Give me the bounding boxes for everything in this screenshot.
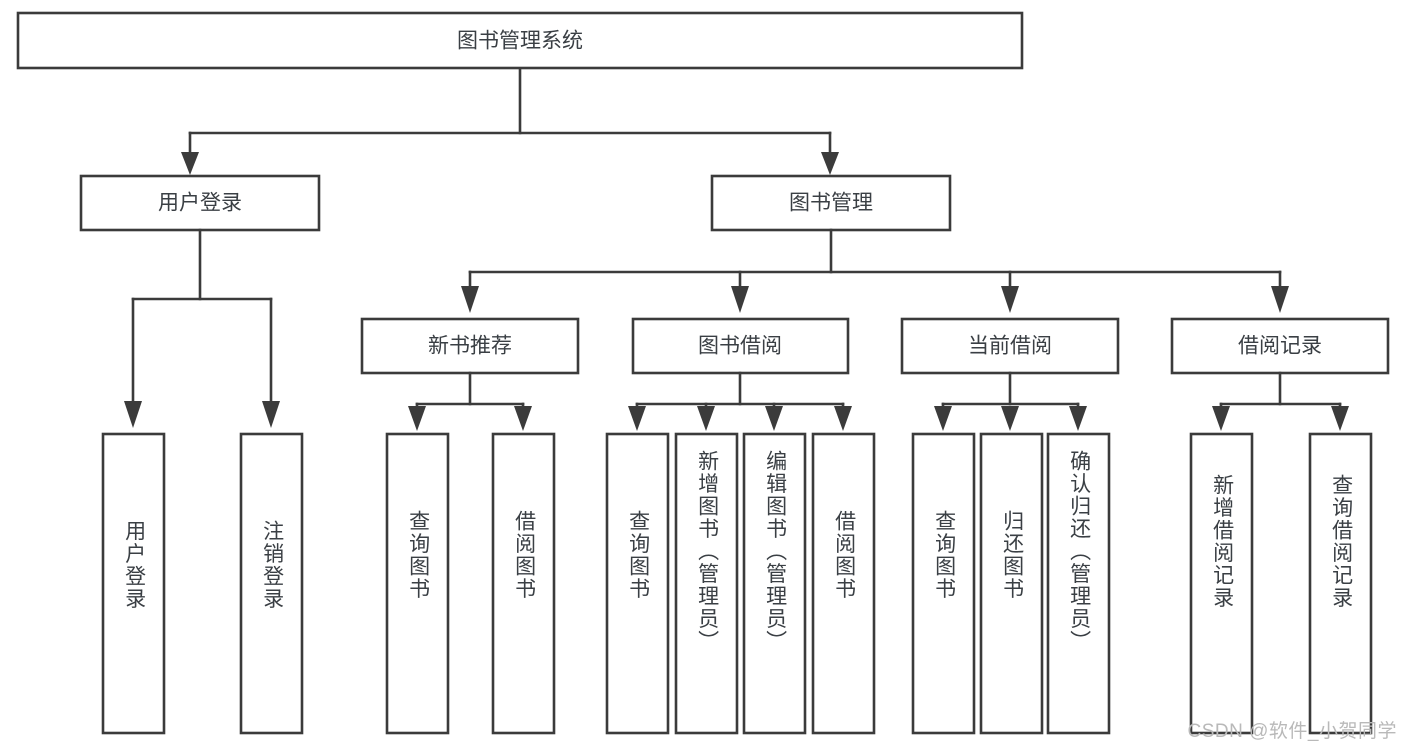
node-current-borrow-label: 当前借阅 <box>968 335 1052 358</box>
leaf-box-query-book-recommend[interactable] <box>385 432 450 735</box>
connector-current-borrow-to-leaves <box>934 371 1087 431</box>
connector-book-management-to-level3 <box>461 228 1289 313</box>
leaf-box-query-book-borrow[interactable] <box>605 432 670 735</box>
arrow-head-icon <box>834 406 852 431</box>
arrow-head-icon <box>765 406 783 431</box>
arrow-head-icon <box>1001 286 1019 313</box>
leaf-box-borrow-book[interactable] <box>811 432 876 735</box>
node-current-borrow-box[interactable] <box>900 317 1120 375</box>
node-user-login-label: 用户登录 <box>158 192 242 215</box>
arrow-head-icon <box>1331 406 1349 431</box>
leaf-box-query-book-current[interactable] <box>911 432 976 735</box>
node-root-label: 图书管理系统 <box>457 30 583 53</box>
leaf-box-logout-login[interactable] <box>239 432 304 735</box>
arrow-head-icon <box>1212 406 1230 431</box>
arrow-head-icon <box>1001 406 1019 431</box>
connector-root-to-level2 <box>181 66 839 175</box>
node-book-borrow[interactable]: 图书借阅 <box>631 317 850 375</box>
connector-new-book-recommend-to-leaves <box>408 371 532 431</box>
leaf-box-confirm-return-admin[interactable] <box>1046 432 1111 735</box>
node-root-box[interactable] <box>16 11 1024 70</box>
arrow-head-icon <box>1271 286 1289 313</box>
leaf-box-return-book[interactable] <box>979 432 1044 735</box>
node-borrow-record[interactable]: 借阅记录 <box>1170 317 1390 375</box>
node-new-book-recommend[interactable]: 新书推荐 <box>360 317 580 375</box>
node-current-borrow[interactable]: 当前借阅 <box>900 317 1120 375</box>
leaf-box-user-login[interactable] <box>101 432 166 735</box>
node-book-management-label: 图书管理 <box>789 192 873 215</box>
connector-user-login-to-leaves <box>124 228 280 428</box>
arrow-head-icon <box>514 406 532 431</box>
leaf-box-add-borrow-record[interactable] <box>1189 432 1254 735</box>
arrow-head-icon <box>628 406 646 431</box>
leaf-box-edit-book-admin[interactable] <box>742 432 807 735</box>
arrow-head-icon <box>181 152 199 175</box>
arrow-head-icon <box>1069 406 1087 431</box>
arrow-head-icon <box>408 406 426 431</box>
watermark-text: CSDN @软件_小贺同学 <box>1187 721 1397 742</box>
leaf-box-borrow-book-recommend[interactable] <box>491 432 556 735</box>
arrow-head-icon <box>934 406 952 431</box>
connector-borrow-record-to-leaves <box>1212 371 1349 431</box>
node-book-borrow-box[interactable] <box>631 317 850 375</box>
leaf-box-query-borrow-record[interactable] <box>1308 432 1373 735</box>
arrow-head-icon <box>124 401 142 428</box>
arrow-head-icon <box>262 401 280 428</box>
node-new-book-recommend-box[interactable] <box>360 317 580 375</box>
node-book-borrow-label: 图书借阅 <box>698 335 782 358</box>
node-user-login[interactable]: 用户登录 <box>79 174 321 232</box>
leaf-box-add-book-admin[interactable] <box>674 432 739 735</box>
arrow-head-icon <box>731 286 749 313</box>
node-borrow-record-box[interactable] <box>1170 317 1390 375</box>
connector-book-borrow-to-leaves <box>628 371 852 431</box>
node-borrow-record-label: 借阅记录 <box>1238 335 1322 358</box>
arrow-head-icon <box>461 286 479 313</box>
node-book-management-box[interactable] <box>710 174 952 232</box>
node-book-management[interactable]: 图书管理 <box>710 174 952 232</box>
arrow-head-icon <box>821 152 839 175</box>
arrow-head-icon <box>697 406 715 431</box>
node-root-book-management-system[interactable]: 图书管理系统 <box>16 11 1024 70</box>
node-new-book-recommend-label: 新书推荐 <box>428 335 512 358</box>
